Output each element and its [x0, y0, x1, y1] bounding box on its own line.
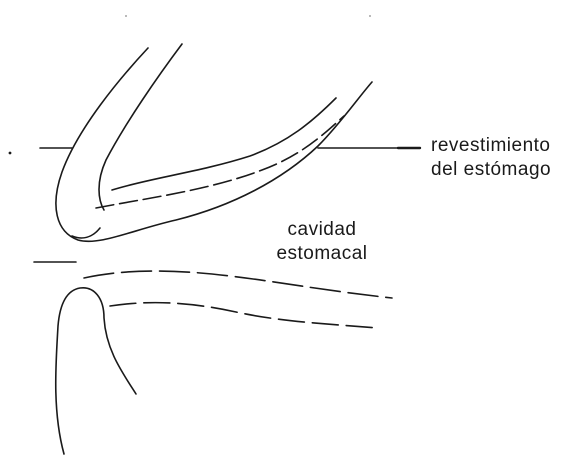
speck — [369, 15, 371, 17]
lower-fold — [56, 271, 392, 454]
cavity-label-line1: cavidad — [258, 218, 386, 242]
upper-fold — [56, 44, 372, 241]
left-dot — [9, 152, 12, 155]
lining-label-line1: revestimiento — [431, 134, 551, 158]
speck — [125, 15, 127, 17]
upper-fold-inner-edge — [99, 44, 182, 210]
cavity-label: cavidad estomacal — [258, 218, 386, 266]
lower-fold-outer-edge — [56, 288, 136, 454]
lining-outer-line — [112, 98, 336, 190]
lining-inner-dashed — [96, 116, 344, 208]
lower-fold-upper-surface — [84, 271, 392, 298]
upper-fold-outer-edge — [56, 48, 372, 241]
lining-label-line2: del estómago — [431, 158, 551, 182]
lining-label: revestimiento del estómago — [431, 134, 551, 182]
cavity-label-line2: estomacal — [258, 242, 386, 266]
lower-fold-lining-dashed — [110, 303, 378, 328]
upper-fold-tip-curve — [72, 228, 100, 238]
